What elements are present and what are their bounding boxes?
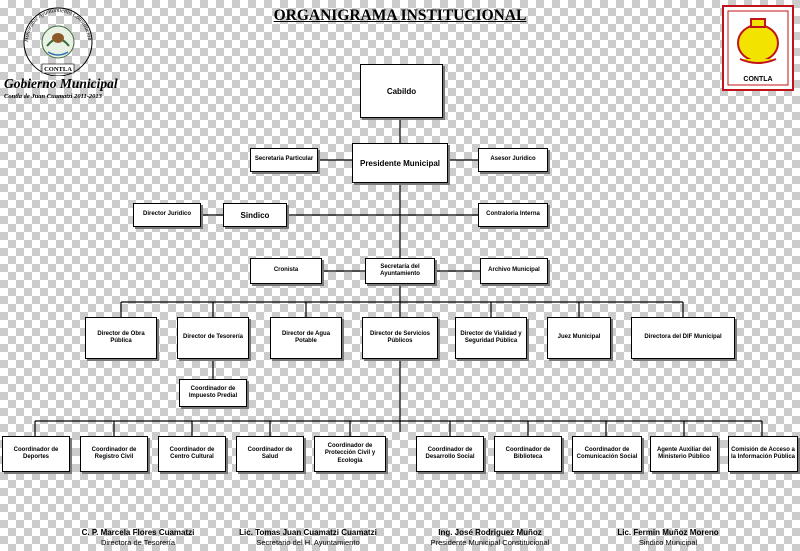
director-obra-publica-box: Director de Obra Pública bbox=[85, 317, 157, 359]
signature-role: Presidente Municipal Constitucional bbox=[430, 538, 550, 547]
page-title: ORGANIGRAMA INSTITUCIONAL bbox=[273, 7, 527, 24]
asesor-juridico-box: Asesor Juridico bbox=[478, 148, 548, 172]
archivo-municipal-box: Archivo Municipal bbox=[480, 258, 548, 284]
signature-presidente: Ing. José Rodriguez Muñoz Presidente Mun… bbox=[400, 528, 580, 547]
cabildo-box: Cabildo bbox=[360, 64, 443, 118]
signature-secretario: Lic. Tomas Juan Cuamatzi Cuamatzi Secret… bbox=[218, 528, 398, 547]
coordinador-comunicacion-social-box: Coordinador de Comunicación Social bbox=[572, 436, 642, 472]
signature-sindico: Lic. Fermin Muñoz Moreno Sindico Municip… bbox=[578, 528, 758, 547]
coordinador-registro-civil-box: Coordinador de Registro Civil bbox=[80, 436, 148, 472]
signature-name: C. P. Marcela Flores Cuamatzi bbox=[81, 528, 195, 537]
director-tesoreria-box: Director de Tesorería bbox=[177, 317, 249, 359]
government-label: Gobierno Municipal bbox=[4, 76, 118, 91]
director-juridico-box: Director Juridico bbox=[133, 203, 201, 227]
signature-role: Sindico Municipal bbox=[638, 538, 698, 547]
secretaria-particular-box: Secretaria Particular bbox=[250, 148, 318, 172]
contraloria-interna-box: Contraloria Interna bbox=[478, 203, 548, 227]
secretaria-ayuntamiento-box: Secretaría del Ayuntamiento bbox=[365, 258, 435, 284]
signature-role: Directora de Tesorería bbox=[100, 538, 176, 547]
seal-town: CONTLA bbox=[44, 66, 72, 73]
director-servicios-publicos-box: Director de Servicios Públicos bbox=[362, 317, 438, 359]
municipal-seal-icon: Honorable Ayuntamiento Constitucional de… bbox=[18, 2, 93, 76]
logo-text: CONTLA bbox=[743, 76, 772, 83]
coordinador-impuesto-predial-box: Coordinador de Impuesto Predial bbox=[179, 379, 247, 407]
coordinador-biblioteca-box: Coordinador de Biblioteca bbox=[494, 436, 562, 472]
director-agua-potable-box: Director de Agua Potable bbox=[270, 317, 342, 359]
coordinador-salud-box: Coordinador de Salud bbox=[236, 436, 304, 472]
coordinador-deportes-box: Coordinador de Deportes bbox=[2, 436, 70, 472]
director-vialidad-box: Director de Vialidad y Seguridad Pública bbox=[455, 317, 527, 359]
signature-name: Ing. José Rodriguez Muñoz bbox=[438, 528, 542, 537]
signature-name: Lic. Fermin Muñoz Moreno bbox=[617, 528, 719, 537]
signature-role: Secretario del H. Ayuntamiento bbox=[256, 538, 360, 547]
signature-tesoreria: C. P. Marcela Flores Cuamatzi Directora … bbox=[48, 528, 228, 547]
cronista-box: Cronista bbox=[250, 258, 322, 284]
contla-logo-icon: CONTLA bbox=[722, 5, 794, 91]
government-period: Contla de Juan Cuamatzi 2011-2013 bbox=[4, 93, 102, 100]
coordinador-centro-cultural-box: Coordinador de Centro Cultural bbox=[158, 436, 226, 472]
coordinador-proteccion-civil-box: Coordinador de Protección Civil y Ecolog… bbox=[314, 436, 386, 472]
presidente-municipal-box: Presidente Municipal bbox=[352, 143, 448, 183]
juez-municipal-box: Juez Municipal bbox=[547, 317, 611, 359]
comision-acceso-informacion-box: Comisión de Acceso a la Información Públ… bbox=[728, 436, 798, 472]
agente-ministerio-publico-box: Agente Auxiliar del Ministerio Público bbox=[650, 436, 718, 472]
sindico-box: Sindico bbox=[223, 203, 287, 227]
signature-name: Lic. Tomas Juan Cuamatzi Cuamatzi bbox=[239, 528, 377, 537]
coordinador-desarrollo-social-box: Coordinador de Desarrollo Social bbox=[416, 436, 484, 472]
directora-dif-box: Directora del DIF Municipal bbox=[631, 317, 735, 359]
